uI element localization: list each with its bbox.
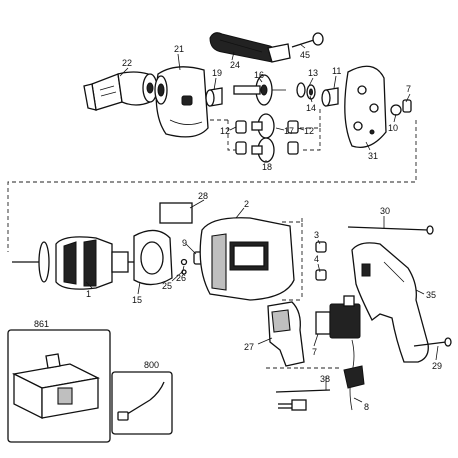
part-label-9: 9 — [182, 238, 187, 248]
pin-part — [390, 99, 412, 116]
part-label-12-right: 12 — [304, 126, 314, 136]
part-label-29: 29 — [432, 361, 442, 371]
part-label-26: 26 — [176, 273, 186, 283]
part-label-38: 38 — [320, 374, 330, 384]
bushing-part — [205, 87, 223, 107]
part-label-45: 45 — [300, 50, 310, 60]
part-label-21: 21 — [174, 44, 184, 54]
screw-part — [413, 337, 452, 347]
part-label-2: 2 — [244, 199, 249, 209]
part-label-3: 3 — [314, 230, 319, 240]
washer-part — [296, 82, 316, 100]
part-label-31: 31 — [368, 151, 378, 161]
part-label-10: 10 — [388, 123, 398, 133]
accessory-bit-part — [111, 371, 173, 435]
spindle-gear-part — [233, 74, 286, 106]
part-label-25: 25 — [162, 281, 172, 291]
switch-alignment-dash — [282, 218, 303, 301]
handle-half-right-part — [351, 242, 429, 363]
part-label-14: 14 — [306, 103, 316, 113]
part-label-35: 35 — [426, 290, 436, 300]
part-label-17: 17 — [284, 126, 294, 136]
bearing-part — [321, 87, 339, 107]
part-label-11: 11 — [332, 66, 341, 76]
gear-alignment-dash — [210, 108, 321, 151]
part-label-861: 861 — [34, 319, 49, 329]
part-label-15: 15 — [132, 295, 142, 305]
cord-part — [275, 339, 365, 411]
bolt-part — [291, 32, 324, 48]
part-label-27: 27 — [244, 342, 254, 352]
label-plate-part — [159, 202, 193, 224]
part-label-7-top: 7 — [406, 84, 411, 94]
part-label-24: 24 — [230, 60, 240, 70]
part-label-4: 4 — [314, 254, 319, 264]
part-label-7-bottom: 7 — [312, 347, 317, 357]
gear-case-part — [154, 66, 209, 138]
side-handle-part — [209, 32, 291, 63]
part-label-13: 13 — [308, 68, 318, 78]
part-label-800: 800 — [144, 360, 159, 370]
part-label-30: 30 — [380, 206, 390, 216]
part-label-18: 18 — [262, 162, 272, 172]
part-label-28: 28 — [198, 191, 208, 201]
intermediate-gears-part — [235, 113, 299, 163]
armature-part — [12, 236, 134, 290]
leader-lines — [85, 43, 439, 403]
switch-clip-part — [315, 241, 327, 281]
long-screw-part — [347, 225, 434, 235]
part-label-19: 19 — [212, 68, 222, 78]
part-label-16: 16 — [254, 70, 264, 80]
part-label-12-left: 12 — [220, 126, 230, 136]
part-label-8: 8 — [364, 402, 369, 412]
kit-box-part — [7, 329, 111, 443]
baffle-part — [133, 229, 173, 286]
motor-housing-part — [199, 217, 295, 301]
part-label-1: 1 — [86, 289, 91, 299]
part-label-22: 22 — [122, 58, 132, 68]
handle-half-left-part — [267, 301, 305, 367]
switch-part — [315, 295, 361, 339]
chuck-part — [83, 71, 158, 111]
assembly-connector-dash — [7, 120, 417, 252]
gear-case-cover-part — [344, 65, 387, 149]
